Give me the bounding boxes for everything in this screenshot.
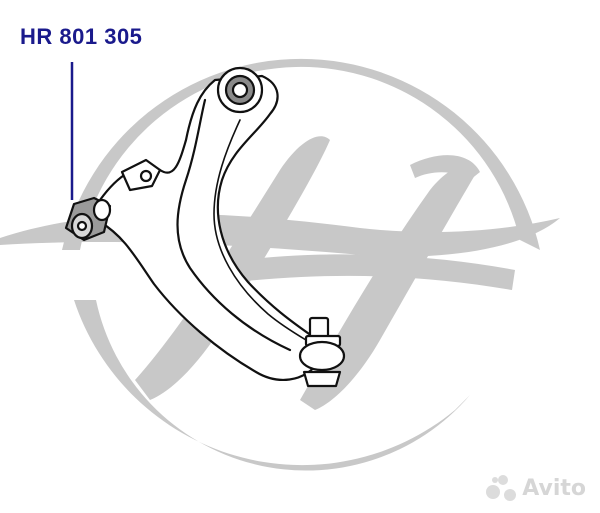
brand-logo-watermark (0, 58, 560, 471)
control-arm-drawing (64, 66, 346, 388)
avito-watermark: Avito (486, 475, 586, 501)
control-arm-body (98, 74, 322, 381)
part-number-label: HR 801 305 (20, 24, 143, 49)
control-arm-inner-edge (176, 98, 292, 352)
rear-bushing-bracket (120, 158, 162, 192)
rear-bushing (216, 66, 264, 114)
control-arm-rib (213, 119, 307, 341)
front-bushing (64, 196, 112, 242)
avito-dots-icon (486, 475, 517, 501)
avito-watermark-text: Avito (522, 475, 586, 501)
ball-joint (298, 316, 346, 388)
